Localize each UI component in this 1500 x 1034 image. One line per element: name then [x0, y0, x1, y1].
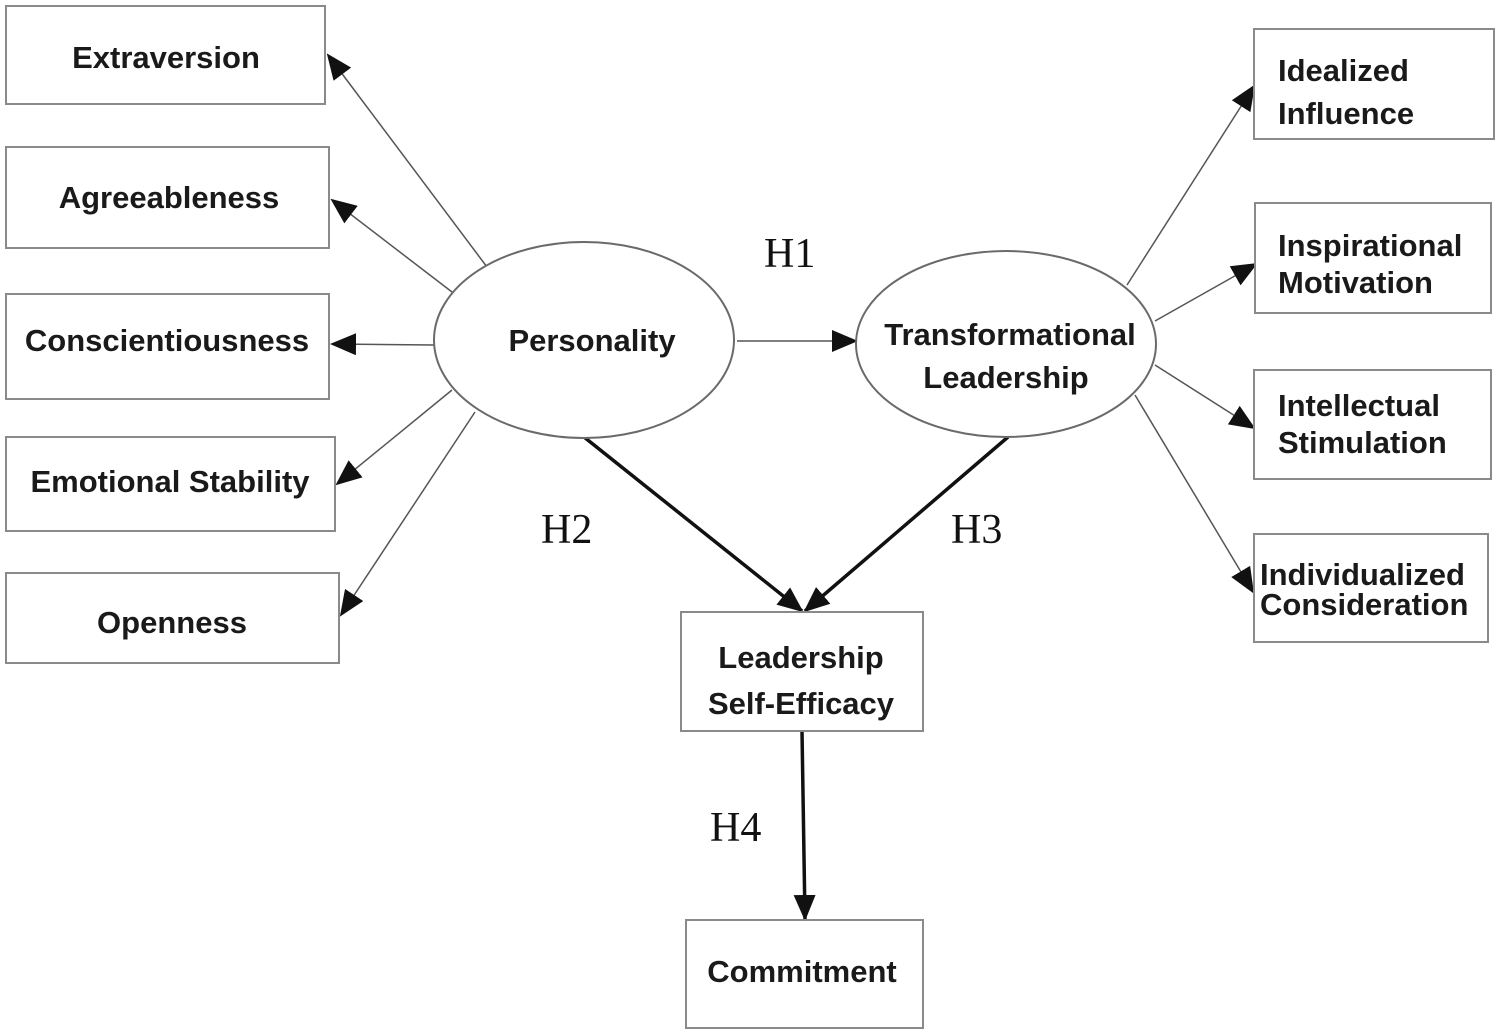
node-label: Leadership — [923, 360, 1088, 395]
arrow-tl-individualized — [1134, 394, 1255, 594]
arrow-tl-intellectual — [1154, 364, 1256, 430]
node-label: Commitment — [707, 954, 896, 989]
hypothesis-h1-label: H1 — [764, 231, 815, 277]
arrow-tl-inspirational — [1154, 263, 1258, 322]
node-leadership-self-efficacy: Leadership Self-Efficacy — [680, 611, 924, 732]
node-label: Consideration — [1260, 587, 1468, 622]
arrow-h2 — [582, 435, 804, 613]
node-label: Individualized — [1260, 557, 1465, 592]
node-agreeableness: Agreeableness — [5, 146, 330, 249]
node-label: Emotional Stability — [30, 464, 310, 499]
node-label: Inspirational — [1278, 228, 1462, 263]
node-label: Openness — [97, 605, 247, 640]
node-label: Personality — [508, 323, 676, 358]
arrow-personality-agreeableness — [330, 198, 453, 293]
hypothesis-h4-label: H4 — [710, 805, 761, 851]
node-idealized-influence: Idealized Influence — [1253, 28, 1495, 140]
hypothesis-h2-label: H2 — [541, 507, 592, 553]
node-label: Agreeableness — [59, 180, 280, 215]
arrow-tl-idealized — [1126, 84, 1256, 286]
node-label: Transformational — [884, 317, 1136, 352]
node-extraversion: Extraversion — [5, 5, 326, 105]
hypothesis-h3-label: H3 — [951, 507, 1002, 553]
node-openness: Openness — [5, 572, 340, 664]
arrow-h4 — [793, 730, 816, 921]
node-inspirational-motivation: Inspirational Motivation — [1254, 202, 1492, 314]
arrow-personality-conscientiousness — [330, 333, 435, 356]
node-intellectual-stimulation: Intellectual Stimulation — [1253, 369, 1492, 480]
node-individualized-consideration: Individualized Consideration — [1253, 533, 1489, 643]
node-label: Motivation — [1278, 265, 1433, 300]
node-label: Stimulation — [1278, 425, 1447, 460]
node-label: Influence — [1278, 96, 1414, 131]
arrow-personality-extraversion — [326, 53, 488, 268]
arrow-h3 — [803, 435, 1010, 613]
node-label: Intellectual — [1278, 388, 1440, 423]
node-label: Leadership — [718, 640, 883, 675]
node-emotional-stability: Emotional Stability — [5, 436, 336, 532]
node-label: Extraversion — [72, 40, 260, 75]
node-conscientiousness: Conscientiousness — [5, 293, 330, 400]
arrows — [326, 53, 1258, 921]
node-label: Conscientiousness — [25, 323, 309, 358]
node-label: Self-Efficacy — [708, 686, 895, 721]
node-label: Idealized — [1278, 53, 1409, 88]
arrow-personality-emotional-stability — [335, 389, 453, 486]
node-commitment: Commitment — [685, 919, 924, 1029]
arrow-personality-openness — [339, 411, 476, 617]
node-personality: Personality — [433, 241, 735, 439]
node-transformational-leadership: Transformational Leadership — [855, 250, 1157, 438]
